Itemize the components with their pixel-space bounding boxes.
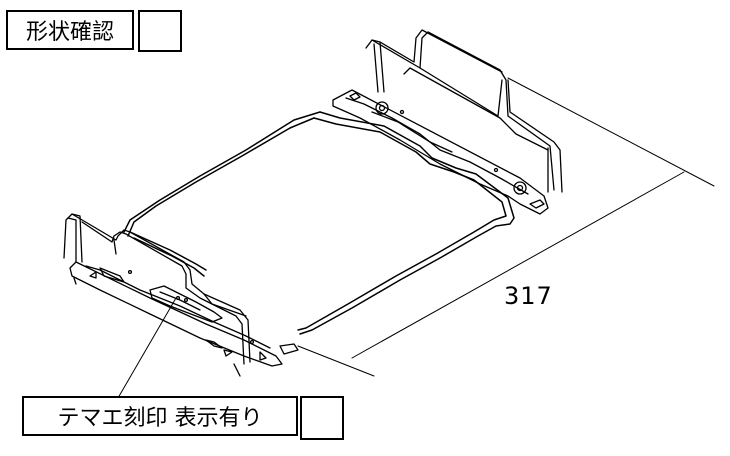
back-handle (365, 29, 563, 193)
page-title: 形状確認 (6, 10, 134, 50)
wire-frame (123, 111, 515, 335)
shape-confirm-checkbox[interactable] (138, 10, 182, 52)
engraving-confirm-checkbox[interactable] (300, 396, 344, 440)
front-handle (63, 213, 251, 365)
engraving-leader-line (117, 297, 177, 399)
dimension-label: 317 (504, 282, 553, 310)
engraving-note-label: テマエ刻印 表示有り (22, 396, 298, 436)
front-bracket-plate (69, 261, 299, 377)
back-bracket-plate (332, 89, 549, 215)
dimension-lines (297, 77, 715, 377)
